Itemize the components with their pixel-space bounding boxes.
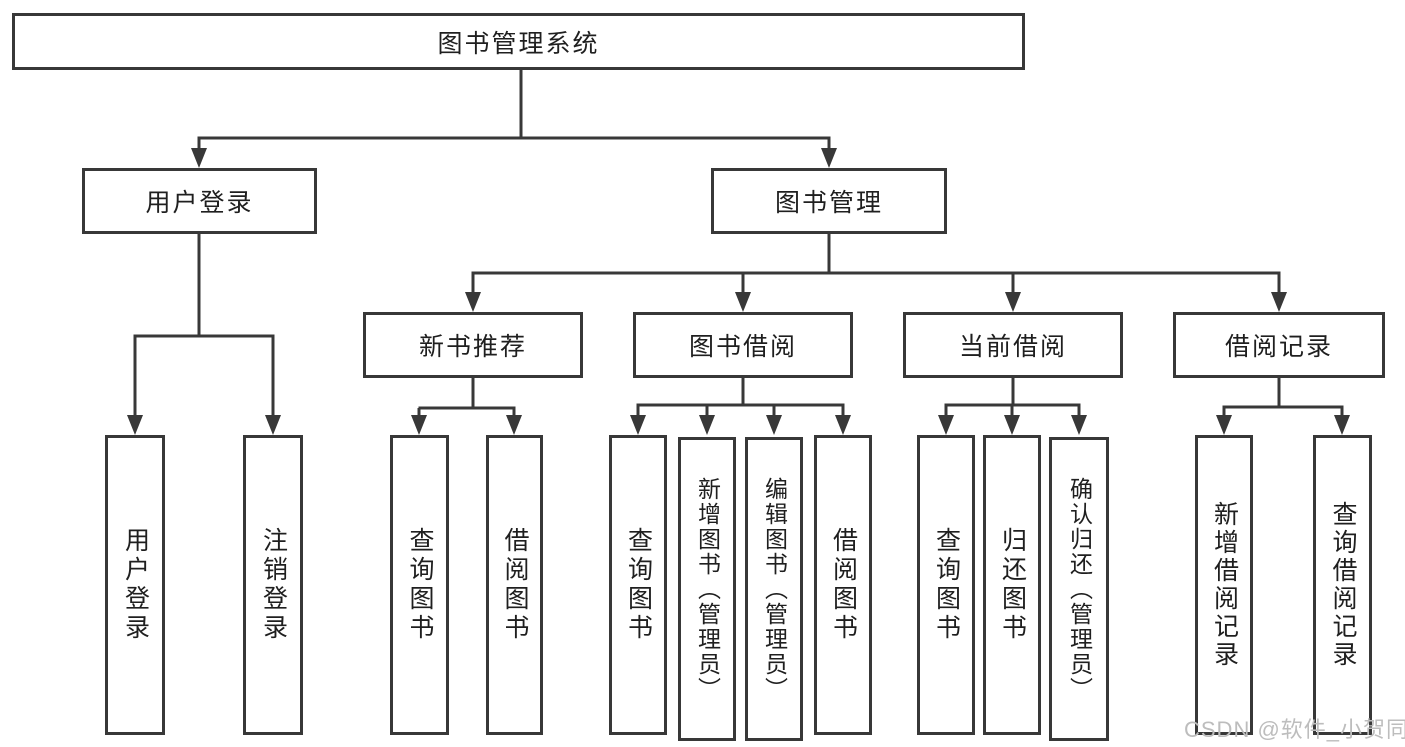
node-user-login-label: 用户登录 bbox=[145, 189, 254, 217]
leaf-add-borrow-record-label: 新增借阅记录 bbox=[1210, 501, 1239, 669]
leaf-query-books-borrow-label: 查询图书 bbox=[624, 527, 653, 643]
leaf-query-books-current-label: 查询图书 bbox=[932, 527, 961, 643]
node-new-book-recommend-label: 新书推荐 bbox=[418, 333, 527, 361]
leaf-confirm-return-admin-label: 确认归还（管理员） bbox=[1066, 476, 1093, 702]
leaf-return-books-label: 归还图书 bbox=[998, 527, 1027, 643]
leaf-return-books: 归还图书 bbox=[983, 435, 1041, 735]
node-user-login: 用户登录 bbox=[82, 168, 317, 234]
leaf-logout-login: 注销登录 bbox=[243, 435, 303, 735]
leaf-borrow-books-label: 借阅图书 bbox=[829, 527, 858, 643]
arrowhead-icons bbox=[127, 148, 1350, 435]
leaf-borrow-books: 借阅图书 bbox=[814, 435, 872, 735]
node-current-borrow-label: 当前借阅 bbox=[958, 333, 1067, 361]
node-root: 图书管理系统 bbox=[12, 13, 1025, 70]
leaf-add-book-admin: 新增图书（管理员） bbox=[678, 437, 736, 741]
node-new-book-recommend: 新书推荐 bbox=[363, 312, 583, 378]
leaf-confirm-return-admin: 确认归还（管理员） bbox=[1049, 437, 1109, 741]
leaf-query-books-borrow: 查询图书 bbox=[609, 435, 667, 735]
leaf-query-borrow-record-label: 查询借阅记录 bbox=[1329, 501, 1357, 669]
csdn-watermark: CSDN @软件_小贺同学 bbox=[1184, 717, 1405, 742]
leaf-edit-book-admin-label: 编辑图书（管理员） bbox=[761, 476, 788, 702]
leaf-query-books-recommend-label: 查询图书 bbox=[406, 527, 434, 643]
node-book-management: 图书管理 bbox=[711, 168, 947, 234]
leaf-add-book-admin-label: 新增图书（管理员） bbox=[694, 476, 721, 702]
leaf-logout-login-label: 注销登录 bbox=[259, 527, 288, 643]
leaf-query-books-current: 查询图书 bbox=[917, 435, 975, 735]
node-borrow-records: 借阅记录 bbox=[1173, 312, 1385, 378]
leaf-query-borrow-record: 查询借阅记录 bbox=[1313, 435, 1372, 735]
leaf-borrow-books-recommend-label: 借阅图书 bbox=[501, 527, 529, 643]
node-book-borrow: 图书借阅 bbox=[633, 312, 853, 378]
leaf-query-books-recommend: 查询图书 bbox=[390, 435, 449, 735]
node-borrow-records-label: 借阅记录 bbox=[1224, 333, 1333, 361]
leaf-user-login-label: 用户登录 bbox=[121, 527, 150, 643]
node-book-management-label: 图书管理 bbox=[774, 189, 883, 217]
node-current-borrow: 当前借阅 bbox=[903, 312, 1123, 378]
leaf-borrow-books-recommend: 借阅图书 bbox=[486, 435, 543, 735]
leaf-user-login: 用户登录 bbox=[105, 435, 165, 735]
node-root-label: 图书管理系统 bbox=[437, 29, 600, 58]
leaf-edit-book-admin: 编辑图书（管理员） bbox=[745, 437, 803, 741]
node-book-borrow-label: 图书借阅 bbox=[688, 333, 797, 361]
leaf-add-borrow-record: 新增借阅记录 bbox=[1195, 435, 1253, 735]
